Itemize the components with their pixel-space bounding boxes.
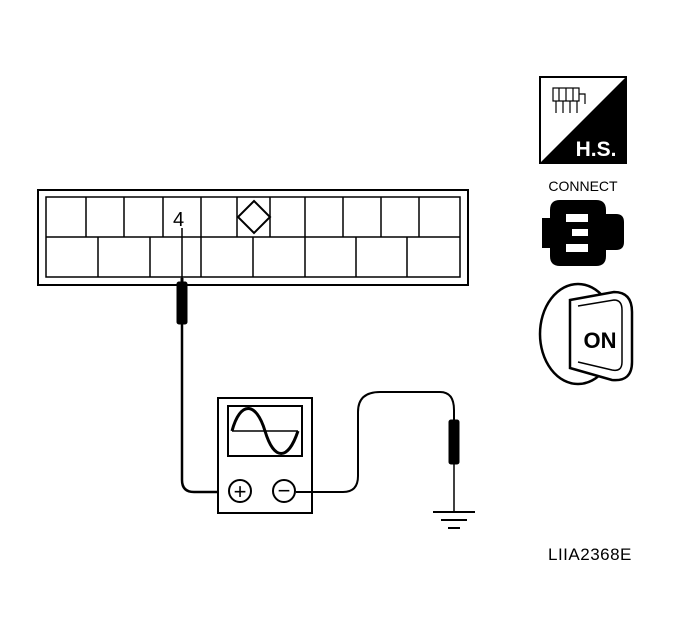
positive-terminal xyxy=(228,479,252,503)
ignition-on-icon xyxy=(538,282,634,386)
harness-connector xyxy=(37,189,469,286)
pin-4-label: 4 xyxy=(173,209,184,231)
sine-wave-trace xyxy=(230,407,300,455)
connector-bottom-row xyxy=(97,237,408,277)
negative-terminal xyxy=(272,479,296,503)
oscilloscope-tester xyxy=(217,397,313,514)
harness-side-label: H.S. xyxy=(576,138,617,161)
ignition-on-label: ON xyxy=(584,328,617,353)
negative-terminal-symbol: − xyxy=(278,478,291,503)
figure-code: LIIA2368E xyxy=(548,545,632,564)
connect-label: CONNECT xyxy=(548,178,618,194)
positive-lead-wire xyxy=(180,324,230,494)
harness-side-icon xyxy=(539,76,627,164)
ground-symbol xyxy=(433,511,475,529)
negative-probe xyxy=(448,419,460,512)
connector-connected-icon xyxy=(542,200,624,266)
connector-lock-diamond xyxy=(236,199,272,235)
positive-terminal-symbol: + xyxy=(234,479,247,504)
connector-pictogram xyxy=(552,87,586,113)
negative-lead-wire xyxy=(296,391,455,493)
